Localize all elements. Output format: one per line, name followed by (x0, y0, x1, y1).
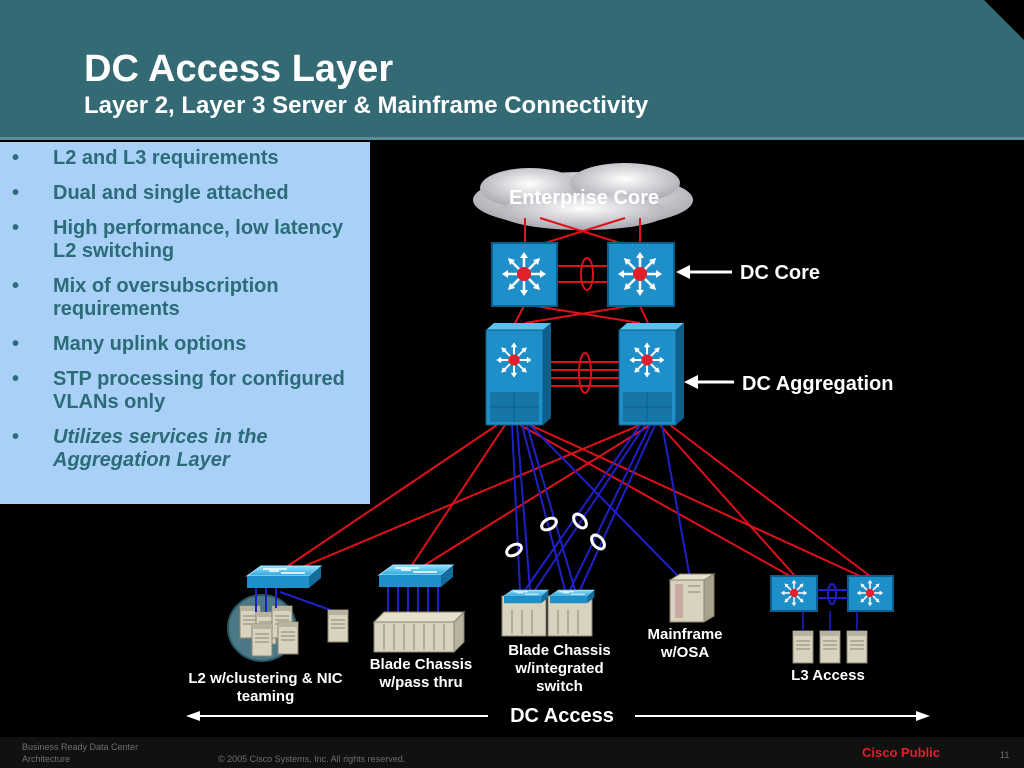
enterprise-core-cloud (473, 163, 693, 230)
dc-core-arrow (676, 265, 732, 279)
core-interconnect (557, 265, 608, 283)
aggregation-switch-left (485, 323, 551, 426)
dc-access-span-arrow (186, 711, 930, 721)
bullet-item: • Dual and single attached (0, 182, 370, 205)
bullet-item: • Mix of oversubscription requirements (0, 275, 370, 321)
bullet-item: • Utilizes services in the Aggregation La… (0, 426, 370, 472)
aggregation-interconnect (550, 361, 620, 387)
l3-access-label: L3 Access (791, 667, 865, 684)
bullet-item: • L2 and L3 requirements (0, 147, 370, 170)
bullet-item: • STP processing for configured VLANs onl… (0, 368, 370, 414)
slide-title: DC Access Layer (84, 48, 394, 90)
aggregation-etherchannel-ring (578, 352, 592, 394)
bullet-marker: • (12, 217, 20, 239)
l2-clustering-label: L2 w/clustering & NIC teaming (188, 670, 343, 705)
core-etherchannel-ring (580, 257, 594, 291)
bullet-item: • Many uplink options (0, 333, 370, 356)
slide-subtitle: Layer 2, Layer 3 Server & Mainframe Conn… (84, 92, 649, 119)
bullet-panel: • L2 and L3 requirements • Dual and single… (0, 142, 370, 504)
footer-page-number: 11 (1000, 750, 1010, 760)
l3-access-router-right (847, 575, 894, 612)
slide-header: DC Access Layer Layer 2, Layer 3 Server … (0, 0, 1024, 140)
bullet-marker: • (12, 182, 20, 204)
bullet-marker: • (12, 368, 20, 390)
aggregation-access-red-links (284, 424, 871, 577)
bullet-text: High performance, low latency L2 switchi… (53, 217, 344, 262)
l3-access-interconnect (817, 583, 848, 605)
mainframe-label: Mainframe w/OSA (647, 626, 723, 661)
dc-aggregation-label: DC Aggregation (742, 373, 894, 395)
bullet-item: • High performance, low latency L2 switch… (0, 217, 370, 263)
blade-integrated-chassis (501, 589, 595, 637)
l3-access-servers (792, 611, 868, 664)
core-aggregation-links (514, 305, 649, 324)
footer-title-line1: Business Ready Data Center (22, 742, 139, 752)
bullet-text: Dual and single attached (53, 182, 289, 204)
aggregation-switch-right (618, 323, 684, 426)
blade-pass-thru-label: Blade Chassis w/pass thru (369, 656, 473, 691)
bullet-marker: • (12, 426, 20, 448)
network-diagram: Enterprise Core (186, 163, 930, 721)
footer-copyright: © 2005 Cisco Systems, Inc. All rights re… (218, 754, 406, 764)
blade-integrated-label: Blade Chassis w/integrated switch (508, 642, 611, 695)
enterprise-core-label: Enterprise Core (509, 187, 659, 209)
mainframe-icon (668, 573, 716, 623)
dc-aggregation-arrow (684, 375, 734, 389)
bullet-text: STP processing for configured VLANs only (53, 368, 345, 413)
bullet-list: • L2 and L3 requirements • Dual and single… (0, 142, 370, 472)
bullet-marker: • (12, 333, 20, 355)
bullet-marker: • (12, 147, 20, 169)
bullet-text: L2 and L3 requirements (53, 147, 279, 169)
bullet-text: Mix of oversubscription requirements (53, 275, 279, 320)
bullet-text: Many uplink options (53, 333, 247, 355)
core-switch-left (491, 242, 558, 307)
access-uplink-rings (505, 512, 606, 558)
slide-footer (0, 737, 1024, 768)
l2-access-switch (246, 565, 322, 589)
aggregation-access-blue-links (279, 424, 691, 613)
bullet-text: Utilizes services in the Aggregation Lay… (53, 426, 268, 471)
bullet-marker: • (12, 275, 20, 297)
header-corner-notch (984, 0, 1024, 40)
footer-classification: Cisco Public (862, 745, 941, 760)
blade-pass-thru-chassis (372, 610, 466, 654)
l3-access-router-left (770, 575, 818, 612)
cloud-core-links (524, 217, 641, 244)
dc-core-label: DC Core (740, 262, 821, 284)
l2-server-cluster (227, 588, 299, 662)
core-switch-right (607, 242, 675, 307)
footer-title-line2: Architecture (22, 754, 71, 764)
single-attached-server (327, 609, 349, 643)
dc-access-label: DC Access (510, 705, 614, 727)
